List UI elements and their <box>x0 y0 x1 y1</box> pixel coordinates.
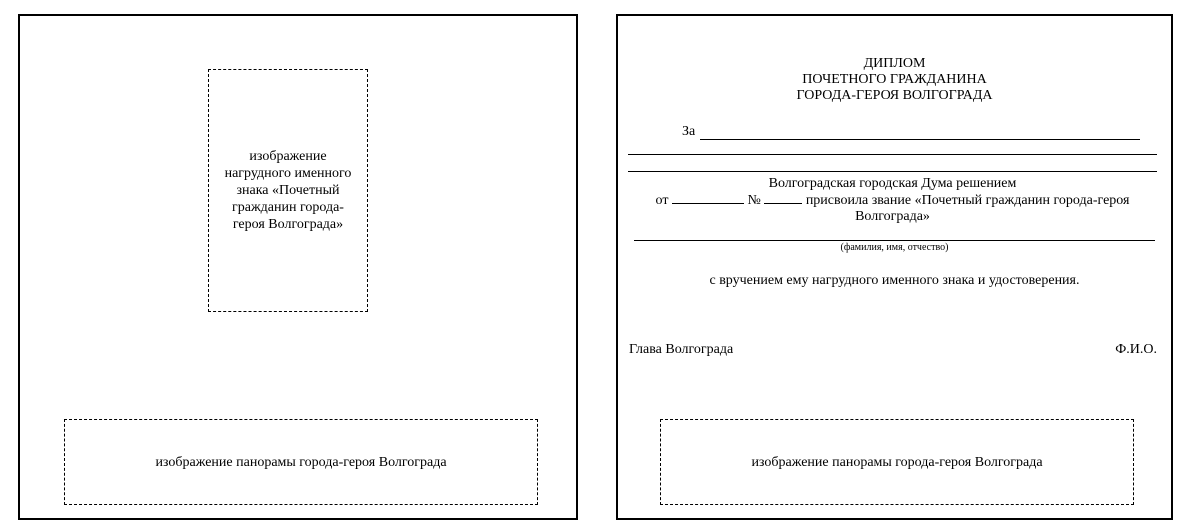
for-merit-line: За <box>682 124 1141 140</box>
diploma-left-page: изображение нагрудного именного знака «П… <box>18 14 578 520</box>
title-line-1: ДИПЛОМ <box>863 56 926 71</box>
decision-line-2: от № присвоила звание «Почетный граждани… <box>632 192 1153 209</box>
full-name-caption: (фамилия, имя, отчество) <box>840 242 949 253</box>
panorama-placeholder-text-left: изображение панорамы города-героя Волгог… <box>155 454 447 470</box>
title-line-3: ГОРОДА-ГЕРОЯ ВОЛГОГРАДА <box>796 88 993 103</box>
decision-line-1: Волгоградская городская Дума решением <box>768 176 1017 191</box>
panorama-placeholder-text-right: изображение панорамы города-героя Волгог… <box>751 454 1043 470</box>
for-merit-blank <box>700 126 1141 140</box>
decision-from-label: от <box>655 193 669 208</box>
panorama-image-placeholder-right: изображение панорамы города-героя Волгог… <box>660 419 1134 505</box>
diploma-right-page: ДИПЛОМ ПОЧЕТНОГО ГРАЖДАНИНА ГОРОДА-ГЕРОЯ… <box>616 14 1173 520</box>
award-text: с вручением ему нагрудного именного знак… <box>709 273 1080 288</box>
decision-date-blank <box>671 192 744 204</box>
duma-decision-text: Волгоградская городская Дума решением от… <box>632 176 1153 225</box>
title-line-2: ПОЧЕТНОГО ГРАЖДАНИНА <box>802 72 987 87</box>
decision-rest-text: присвоила звание «Почетный гражданин гор… <box>805 193 1130 208</box>
decision-line-3: Волгограда» <box>855 209 930 224</box>
diploma-title: ДИПЛОМ ПОЧЕТНОГО ГРАЖДАНИНА ГОРОДА-ГЕРОЯ… <box>618 56 1171 104</box>
signature-title: Глава Волгограда <box>629 342 734 357</box>
decision-number-blank <box>764 192 803 204</box>
badge-placeholder-text: изображение нагрудного именного знака «П… <box>224 149 352 232</box>
for-label: За <box>682 124 696 139</box>
merit-blank-line-1 <box>628 154 1157 155</box>
badge-image-placeholder: изображение нагрудного именного знака «П… <box>208 69 368 312</box>
signature-name: Ф.И.О. <box>1115 342 1157 357</box>
decision-number-label: № <box>747 193 761 208</box>
full-name-blank-line <box>634 240 1155 241</box>
merit-blank-line-2 <box>628 171 1157 172</box>
panorama-image-placeholder-left: изображение панорамы города-героя Волгог… <box>64 419 538 505</box>
